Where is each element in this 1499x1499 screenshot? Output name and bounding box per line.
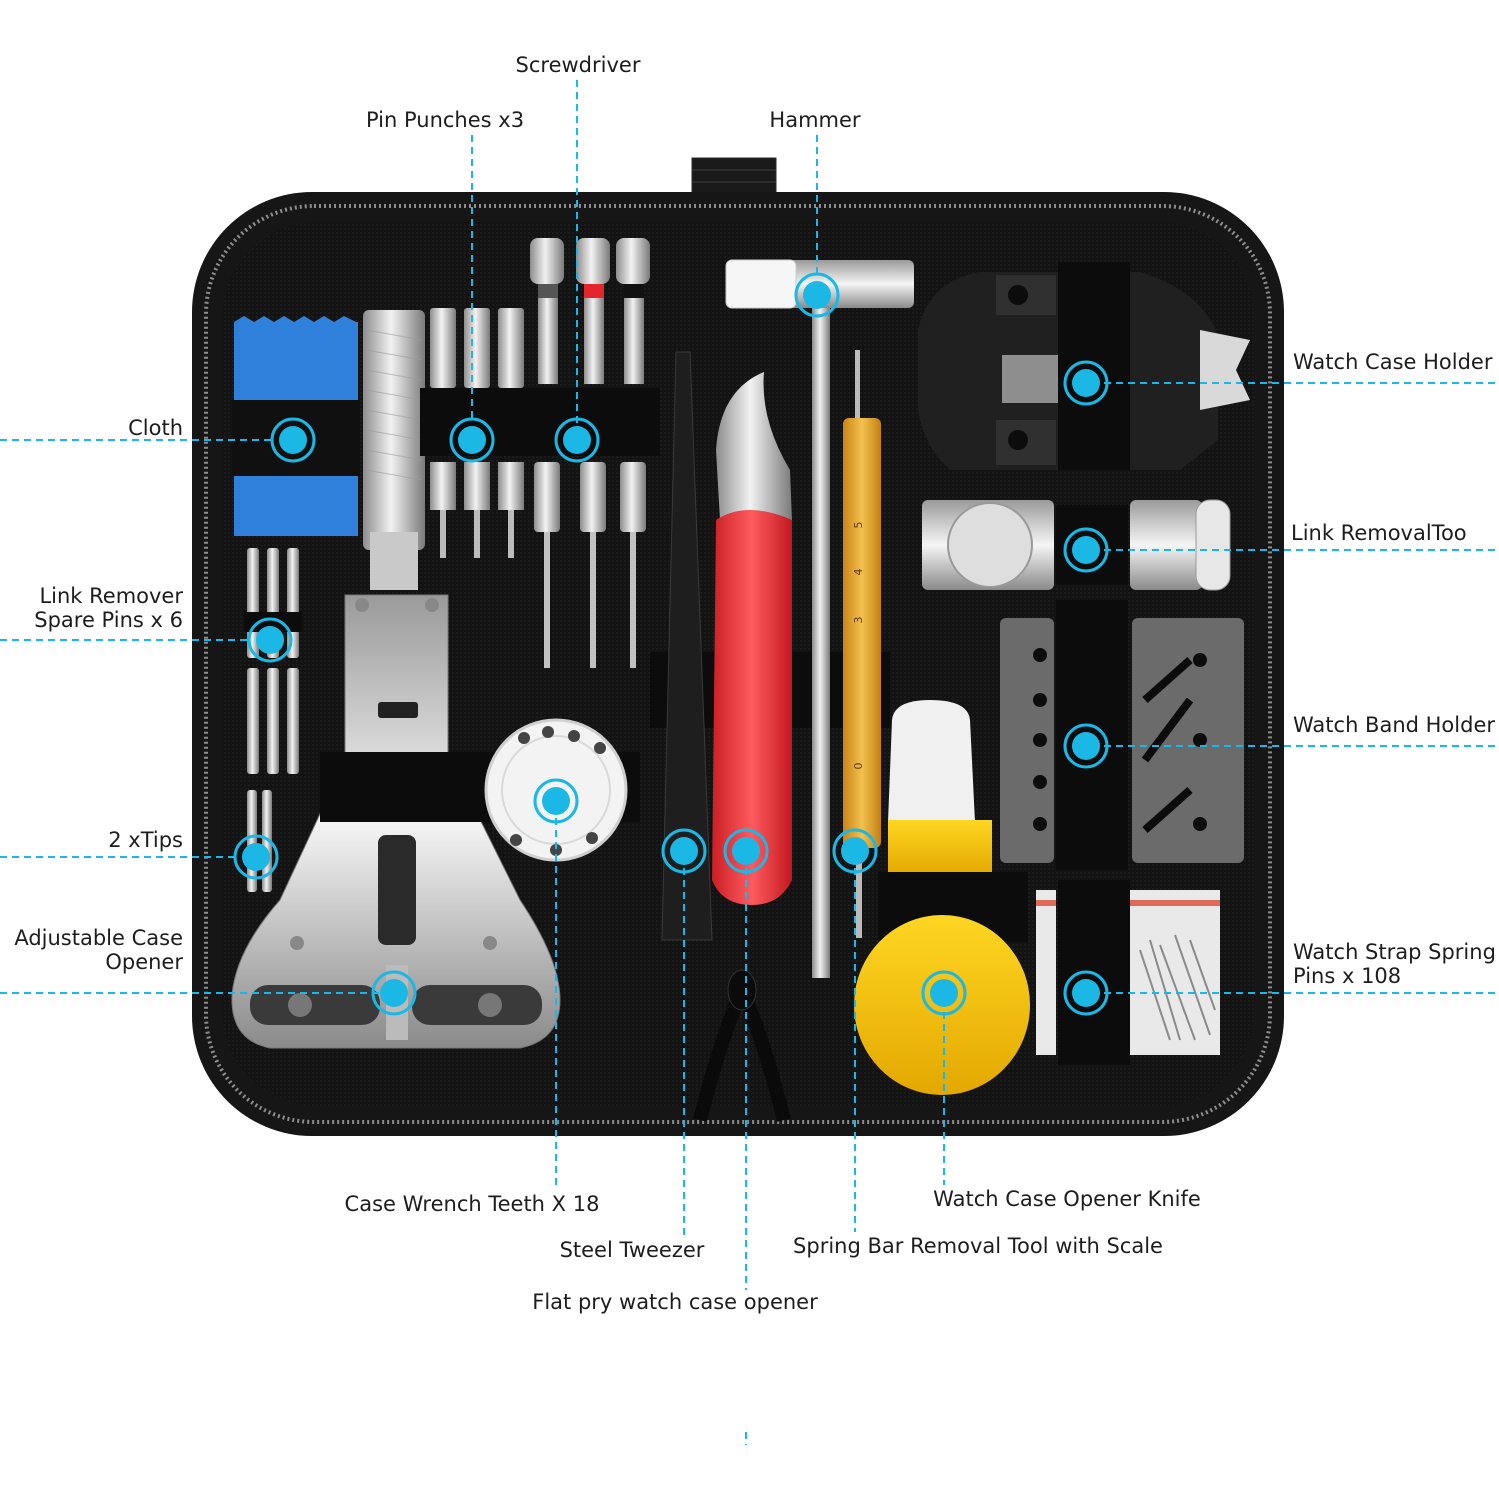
label-flat-pry: Flat pry watch case opener [532,1290,818,1314]
marker-adj-case [371,970,417,1016]
elastic-band-top [420,388,660,456]
marker-link-pins [247,617,293,663]
callout-markers [233,272,1109,1016]
scale-mark-3: 3 [852,617,865,624]
label-link-pins: Link Remover Spare Pins x 6 [34,584,183,632]
label-spring-pins-line1: Watch Strap Spring [1293,940,1496,964]
label-adj-case-line1: Adjustable Case [14,926,183,950]
marker-hammer [794,272,840,318]
cloth [232,316,360,536]
marker-wrench-teeth [533,778,579,824]
label-hammer: Hammer [769,108,861,132]
label-spring-pins-line2: Pins x 108 [1293,964,1402,988]
label-screwdriver: Screwdriver [515,53,641,77]
marker-band-holder [1063,723,1109,769]
label-cloth: Cloth [128,416,183,440]
screwdrivers [530,238,650,668]
label-opener-knife: Watch Case Opener Knife [933,1187,1201,1211]
scale-mark-0: 0 [852,763,865,770]
label-band-holder: Watch Band Holder [1293,713,1496,737]
label-adj-case: Adjustable Case Opener [14,926,183,974]
label-tweezer: Steel Tweezer [559,1238,705,1262]
marker-link-tool [1063,527,1109,573]
flat-pry-opener [712,372,792,905]
marker-case-holder [1063,360,1109,406]
label-adj-case-line2: Opener [105,950,183,974]
pin-punches [430,308,524,558]
zipper-pull [727,969,757,1011]
spring-pins-packs [1036,880,1220,1065]
label-spring-pins: Watch Strap Spring Pins x 108 [1293,940,1496,988]
marker-spring-bar [832,828,878,874]
marker-pin-punches [449,417,495,463]
callout-lines [0,80,1499,1445]
tweezer [661,351,713,941]
spring-bar-tool: 5 4 3 0 [843,350,881,938]
marker-tips [233,834,279,880]
label-tips: 2 xTips [108,828,183,852]
marker-opener-knife [921,970,967,1016]
label-wrench-teeth: Case Wrench Teeth X 18 [344,1192,600,1216]
marker-screwdriver [554,417,600,463]
label-case-holder: Watch Case Holder [1293,350,1493,374]
label-spring-bar: Spring Bar Removal Tool with Scale [793,1234,1163,1258]
zipper-track [204,204,1272,1124]
scale-mark-4: 4 [852,569,865,576]
scale-mark-5: 5 [852,522,865,529]
marker-tweezer [661,828,707,874]
label-link-pins-line2: Spare Pins x 6 [34,608,183,632]
marker-cloth [270,417,316,463]
label-pin-punches: Pin Punches x3 [365,108,525,132]
label-link-pins-line1: Link Remover [39,584,183,608]
watch-band-holder [1000,600,1244,870]
label-link-tool: Link RemovalToo [1291,521,1467,545]
marker-spring-pins [1063,970,1109,1016]
marker-flat-pry [723,828,769,874]
